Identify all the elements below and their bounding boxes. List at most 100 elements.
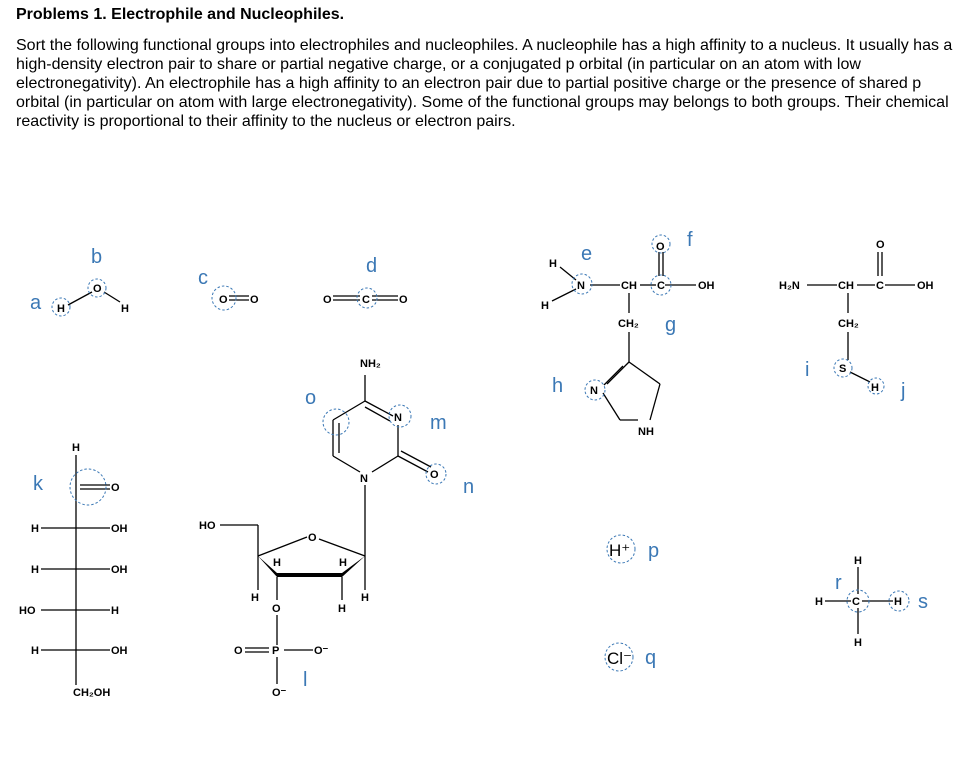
histidine-amine-hydrogen-top: H	[549, 258, 557, 270]
carbon-dioxide-molecule: O C O d	[323, 255, 408, 309]
label-b: b	[91, 246, 102, 268]
proton: H⁺ p	[606, 534, 659, 564]
glucose-c4-hydrogen: H	[111, 605, 119, 617]
phosphate-double-oxygen: O	[234, 645, 243, 657]
site-o-circle	[322, 408, 350, 436]
phosphate-phosphorus: P	[272, 645, 279, 657]
site-n-circle	[425, 463, 447, 485]
dioxygen-oxygen-left: O	[219, 294, 228, 306]
glucose-c5-hydroxyl: OH	[111, 645, 128, 657]
label-r: r	[835, 572, 842, 594]
site-b-circle	[87, 278, 107, 298]
water-hydrogen-left: H	[57, 303, 65, 315]
label-a: a	[30, 292, 42, 314]
dioxygen-molecule: O O c	[198, 267, 259, 311]
glucose-c4-hydroxyl: HO	[19, 605, 36, 617]
co2-oxygen-left: O	[323, 294, 332, 306]
histidine-alpha-carbon: CH	[621, 280, 637, 292]
site-s-circle	[888, 590, 910, 612]
histidine-ring-nh: NH	[638, 426, 654, 438]
methane-hydrogen-bottom: H	[854, 637, 862, 649]
sugar-c1-hydrogen: H	[339, 557, 347, 569]
glucose-c2-hydrogen: H	[31, 523, 39, 535]
sugar-ring-oxygen: O	[308, 532, 317, 544]
methane-hydrogen-top: H	[854, 555, 862, 567]
label-j: j	[900, 380, 905, 402]
problem-instructions: Sort the following functional groups int…	[16, 37, 953, 130]
site-f-circle	[651, 234, 671, 254]
label-l: l	[303, 669, 307, 691]
water-molecule: H O H a b	[30, 246, 129, 317]
site-p-circle	[606, 534, 636, 564]
nucleotide-molecule: HO O H H H O H H P O O⁻ O⁻ N	[199, 358, 474, 699]
dioxygen-oxygen-right: O	[250, 294, 259, 306]
site-i-circle	[833, 358, 853, 378]
problem-title: Problems 1. Electrophile and Nucleophile…	[16, 6, 345, 23]
proton-symbol: H⁺	[609, 541, 630, 560]
sugar-c4-hydrogen: H	[273, 557, 281, 569]
site-k-circle	[69, 468, 107, 506]
glucose-fischer-projection: H O H OH H OH HO H H OH CH₂OH k	[19, 442, 128, 699]
cysteine-carbonyl-carbon: C	[876, 280, 884, 292]
site-r-circle	[846, 589, 870, 613]
label-h: h	[552, 375, 563, 397]
glucose-c2-hydroxyl: OH	[111, 523, 128, 535]
histidine-hydroxyl: OH	[698, 280, 715, 292]
histidine-ring-nitrogen: N	[590, 385, 598, 397]
site-j-circle	[867, 377, 885, 395]
label-g: g	[665, 314, 676, 336]
glucose-aldehyde-oxygen: O	[111, 482, 120, 494]
histidine-methylene: CH₂	[618, 318, 639, 330]
chloride-ion: Cl⁻ q	[604, 642, 656, 672]
methane-hydrogen-right: H	[894, 596, 902, 608]
phosphate-ester-oxygen: O	[272, 603, 281, 615]
label-i: i	[805, 359, 809, 381]
glucose-c5-hydrogen: H	[31, 645, 39, 657]
site-a-circle	[51, 297, 71, 317]
site-g-circle	[650, 274, 672, 296]
cysteine-carbonyl-oxygen: O	[876, 239, 885, 251]
label-k: k	[33, 473, 44, 495]
cysteine-hydroxyl: OH	[917, 280, 934, 292]
label-d: d	[366, 255, 377, 277]
site-m-circle	[388, 404, 412, 428]
methane-molecule: H H C H H r s	[815, 555, 928, 649]
label-c: c	[198, 267, 208, 289]
cysteine-amine: H₂N	[779, 280, 800, 292]
label-f: f	[687, 229, 693, 251]
label-n: n	[463, 476, 474, 498]
label-p: p	[648, 540, 659, 562]
label-q: q	[645, 647, 656, 669]
water-hydrogen-right: H	[121, 303, 129, 315]
cysteine-molecule: H₂N CH C OH O CH₂ S H i j	[779, 239, 934, 402]
base-amino-group: NH₂	[360, 358, 381, 370]
phosphate-anion-oxygen-bottom: O⁻	[272, 687, 287, 699]
sugar-5-hydroxyl: HO	[199, 520, 216, 532]
sugar-c2-hydrogen: H	[338, 603, 346, 615]
glucose-c3-hydroxyl: OH	[111, 564, 128, 576]
cysteine-sulfur: S	[839, 363, 846, 375]
site-e-circle	[571, 273, 593, 295]
cysteine-methylene: CH₂	[838, 318, 859, 330]
base-n1-nitrogen: N	[360, 473, 368, 485]
site-d-circle	[356, 287, 378, 309]
label-s: s	[918, 591, 928, 613]
label-e: e	[581, 243, 592, 265]
histidine-carbonyl-carbon: C	[657, 280, 665, 292]
site-q-circle	[604, 642, 634, 672]
cysteine-alpha-carbon: CH	[838, 280, 854, 292]
histidine-molecule: H H N CH C OH O CH₂ N NH e f g h	[541, 229, 715, 438]
cysteine-thiol-hydrogen: H	[871, 382, 879, 394]
glucose-primary-alcohol: CH₂OH	[73, 687, 110, 699]
base-carbonyl-oxygen: O	[430, 469, 439, 481]
site-h-circle	[584, 379, 606, 401]
chloride-symbol: Cl⁻	[607, 649, 632, 668]
histidine-amine-nitrogen: N	[577, 280, 585, 292]
sugar-c4-lower-hydrogen: H	[251, 592, 259, 604]
phosphate-anion-oxygen-right: O⁻	[314, 645, 329, 657]
co2-oxygen-right: O	[399, 294, 408, 306]
methane-hydrogen-left: H	[815, 596, 823, 608]
histidine-amine-hydrogen-bottom: H	[541, 300, 549, 312]
histidine-carbonyl-oxygen: O	[656, 241, 665, 253]
